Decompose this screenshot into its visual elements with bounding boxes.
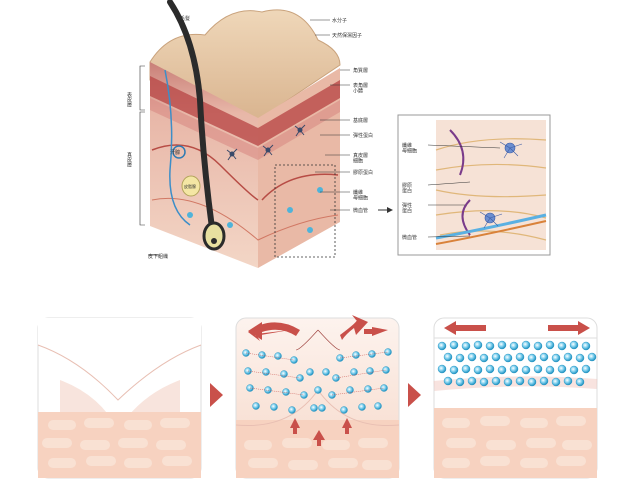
panel-collagen-regeneration <box>235 315 400 479</box>
left-layer-labels <box>139 65 160 256</box>
label-dermis: 真皮層 <box>126 151 132 168</box>
label-elastin: 彈性蛋白 <box>353 132 373 139</box>
inset-label-blood-vessel: 微血管 <box>402 234 417 241</box>
panel-smoothed-skin <box>433 317 598 479</box>
label-nmf: 天然保濕因子 <box>332 32 362 39</box>
label-sweat-gland: 汗腺 <box>170 149 180 156</box>
step-arrow-1 <box>210 383 223 407</box>
sebaceous-gland <box>181 175 201 197</box>
label-collagen: 膠原蛋白 <box>353 169 373 176</box>
label-subcutaneous: 皮下組織 <box>148 253 168 260</box>
label-epidermis: 表皮層 <box>126 91 132 108</box>
label-dermal-cell: 真皮層細胞 <box>353 152 368 165</box>
label-blood-vessel: 微血管 <box>353 207 368 214</box>
label-hair: 毛髮 <box>180 15 190 22</box>
hair-follicle <box>202 221 226 251</box>
label-sebaceous-gland: 皮脂腺 <box>184 183 196 189</box>
panel-wrinkle-formation <box>37 317 202 479</box>
label-water-molecule: 水分子 <box>332 17 347 24</box>
collagen-bubbles-smooth <box>437 340 597 387</box>
label-keratinocyte: 表角層小體 <box>353 82 368 95</box>
hair-shaft <box>167 0 215 231</box>
inset-label-collagen: 膠原蛋白 <box>402 183 412 195</box>
step-arrow-2 <box>408 383 421 407</box>
inset-label-fibroblast: 纖維母細胞 <box>402 142 417 155</box>
label-fibroblast: 纖維母細胞 <box>353 189 368 202</box>
label-basal-layer: 基底層 <box>353 117 368 124</box>
right-label-leaders <box>310 19 350 211</box>
inset-label-elastin: 彈性蛋白 <box>402 202 412 215</box>
skin-cross-section <box>149 0 341 268</box>
label-stratum-corneum: 角質層 <box>353 67 368 74</box>
magnified-inset: 纖維母細胞 膠原蛋白 彈性蛋白 微血管 <box>397 114 551 256</box>
